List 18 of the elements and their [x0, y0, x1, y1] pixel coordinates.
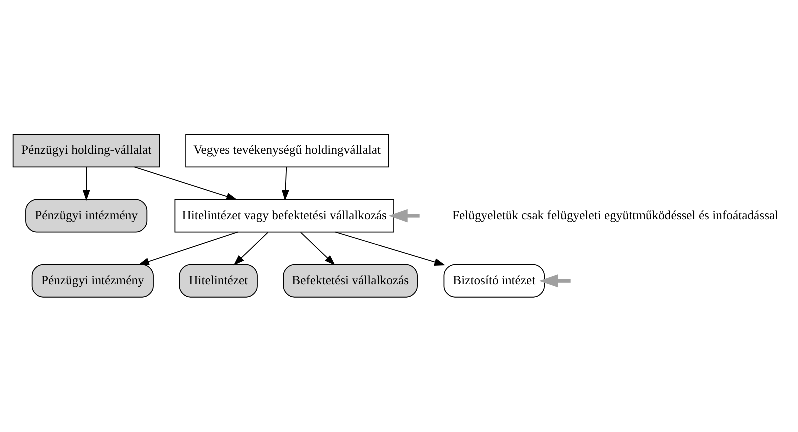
node-box: Pénzügyi intézmény: [32, 264, 154, 298]
arrow: [335, 232, 446, 266]
arrow: [388, 209, 420, 223]
arrow: [300, 232, 336, 266]
arrow: [82, 166, 90, 201]
node-box: Pénzügyi holding-vállalat: [12, 134, 160, 168]
node-box: Pénzügyi intézmény: [26, 199, 148, 233]
arrow: [539, 274, 571, 288]
arrow: [234, 232, 269, 266]
node-box: Befektetési vállalkozás: [283, 264, 418, 298]
label: Felügyeletük csak felügyeleti együttműködéssel és infoátadással: [452, 208, 779, 222]
arrow: [134, 166, 238, 200]
node-box: Biztosító intézet: [444, 264, 546, 298]
node-box: Hitelintézet vagy befektetési vállalkozás: [174, 199, 394, 233]
arrow: [138, 232, 238, 266]
arrow: [282, 166, 290, 201]
node-box: Hitelintézet: [179, 264, 258, 298]
node-box: Vegyes tevékenységű holdingvállalat: [186, 134, 390, 168]
